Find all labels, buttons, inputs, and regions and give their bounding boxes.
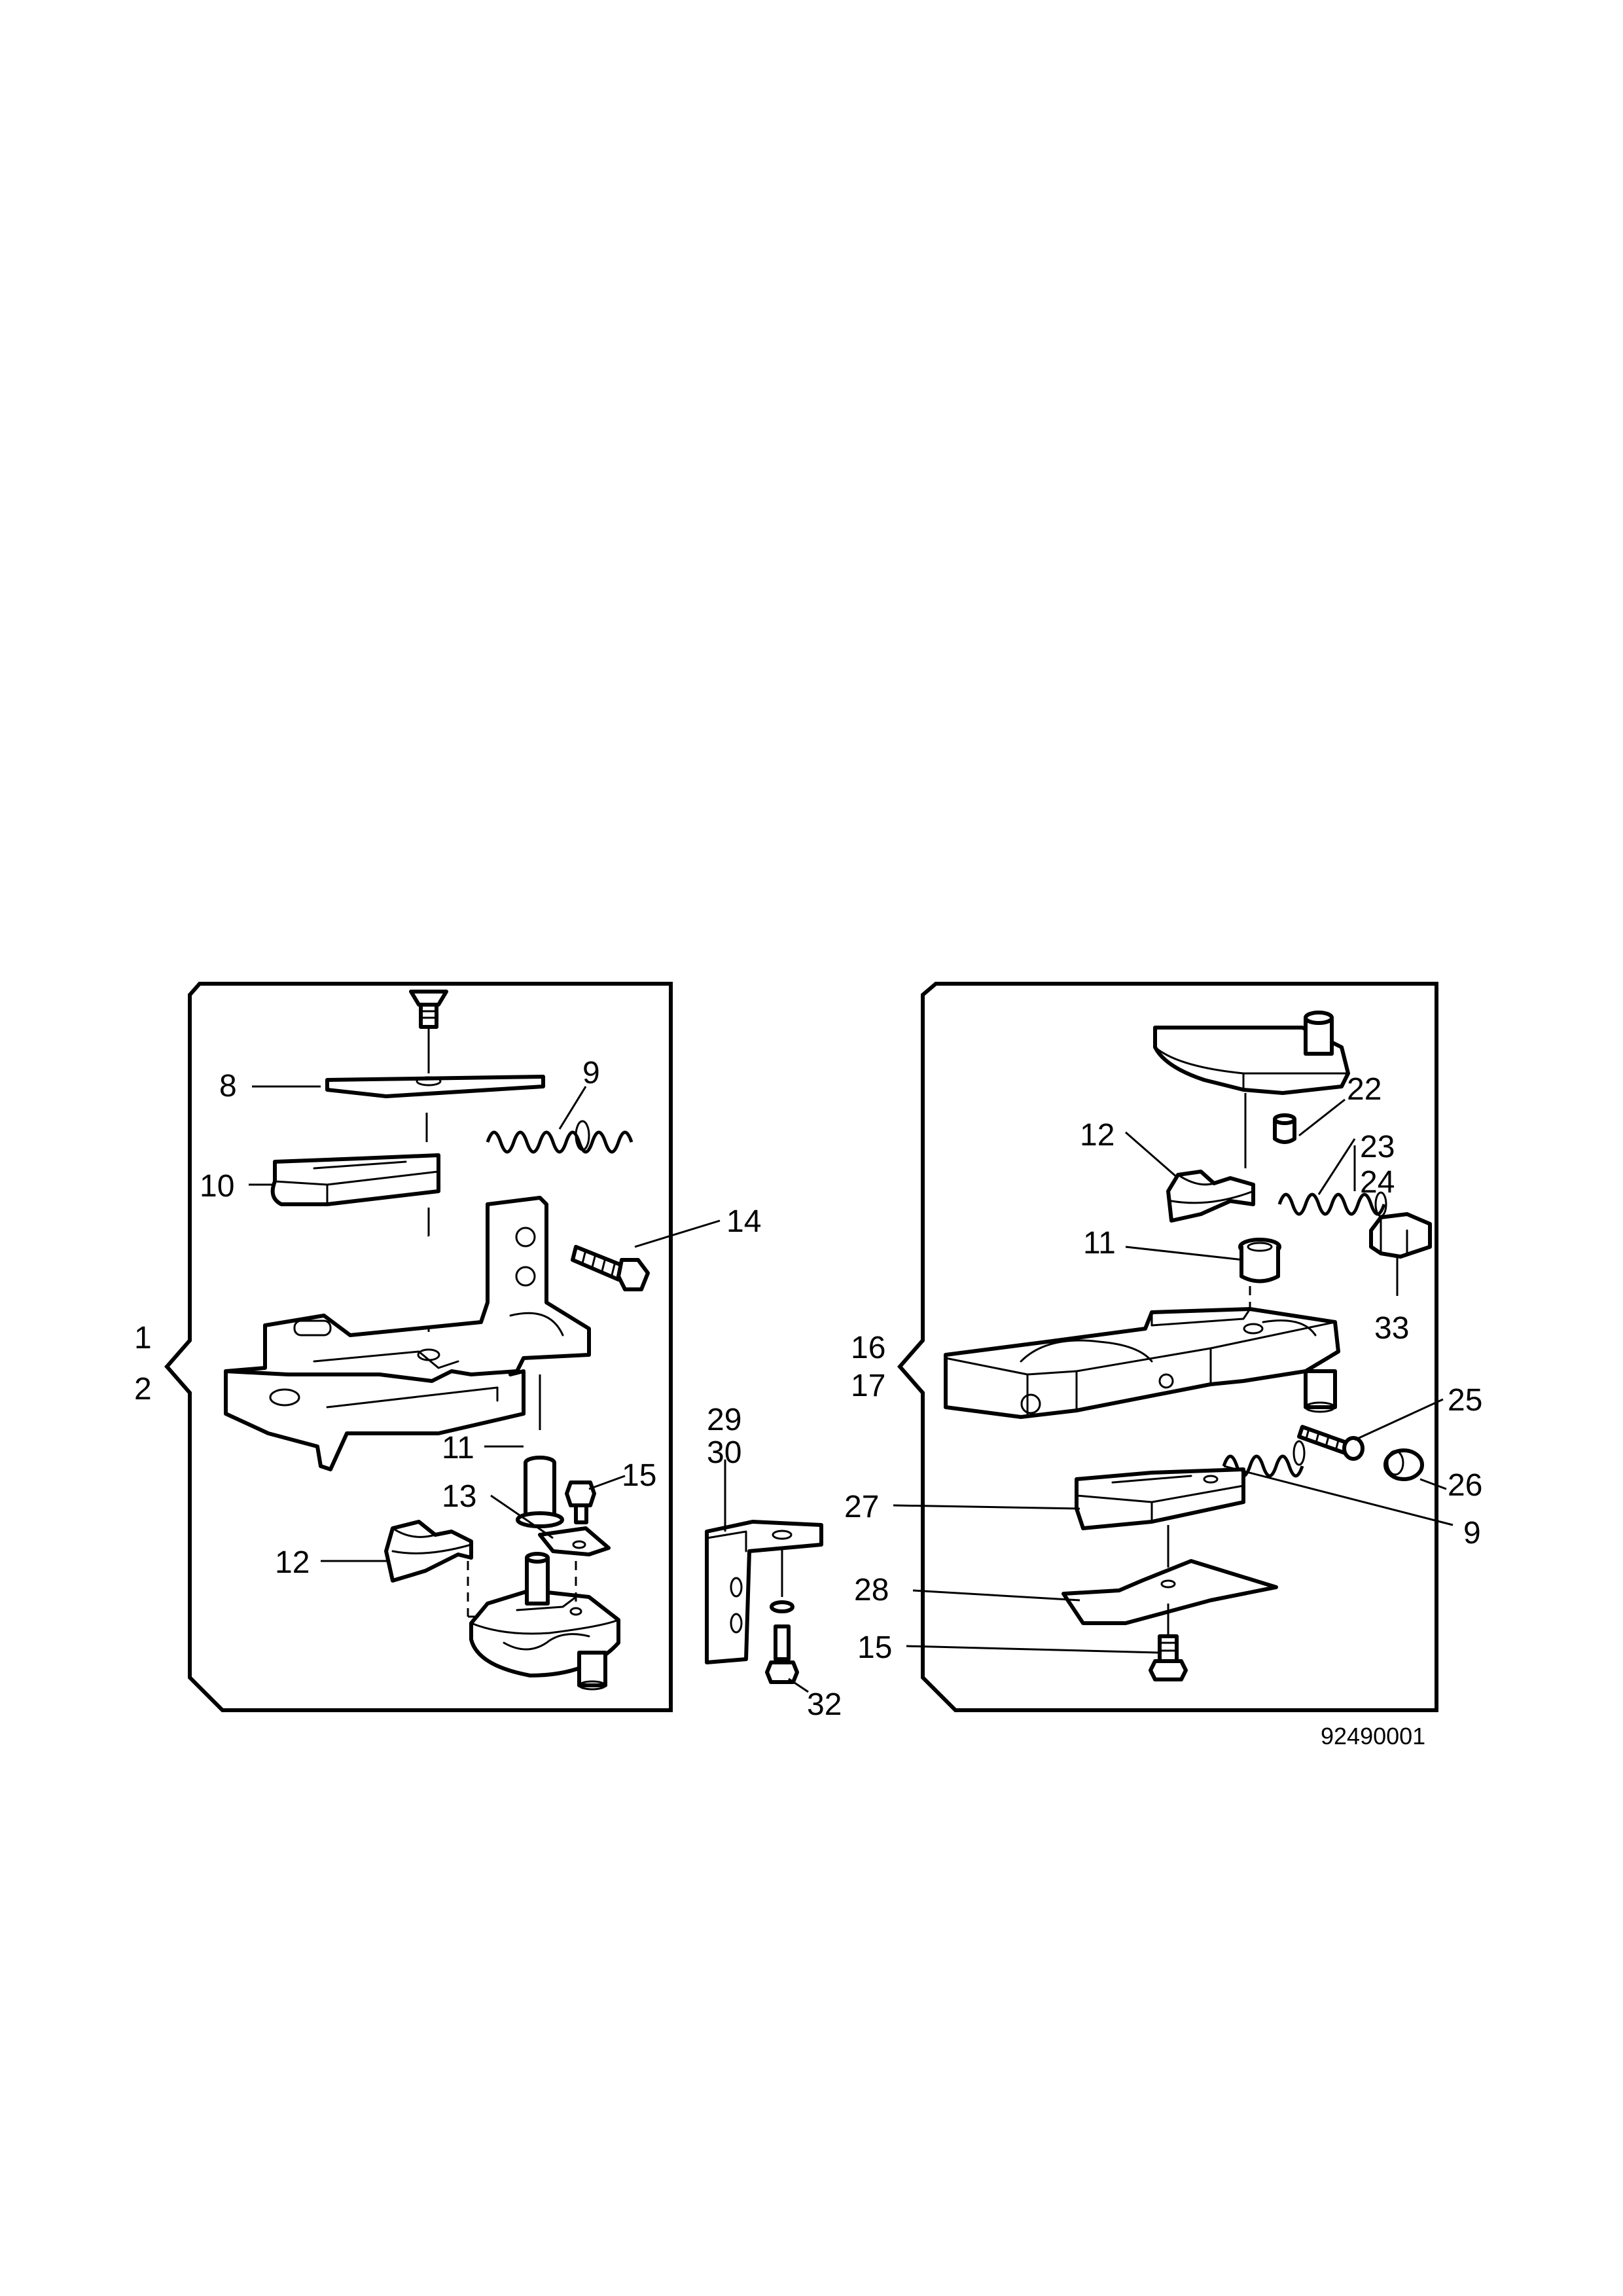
sleeve-bushing-part: [516, 1456, 564, 1528]
callout-25: 25: [1448, 1383, 1482, 1418]
slider-block-part-right: [1075, 1467, 1245, 1530]
callout-9: 9: [582, 1056, 600, 1090]
callout-12: 12: [275, 1545, 310, 1580]
right-panel-frame: [897, 982, 1438, 1712]
callout-28: 28: [854, 1573, 889, 1607]
right-panel: 22 12 23 24 11 33 25 26 27 9 28 15 16 17: [844, 982, 1482, 1712]
callout-10: 10: [200, 1169, 234, 1204]
compression-spring-part: [486, 1120, 633, 1154]
mounting-screw-part: [765, 1624, 799, 1684]
small-screw-part: [565, 1480, 596, 1524]
bracket-label-16: 16: [851, 1331, 885, 1365]
left-leader-lines: [249, 1085, 721, 1562]
bracket-label-2: 2: [134, 1372, 152, 1407]
cam-piece-part: [384, 1520, 473, 1583]
bracket-label-17: 17: [851, 1369, 885, 1403]
angle-bracket-part: [705, 1520, 823, 1664]
end-cap-part: [1383, 1448, 1424, 1481]
hex-bolt-part: [571, 1245, 650, 1291]
callout-24: 24: [1360, 1165, 1395, 1200]
sleeve-bushing-part-right: [1238, 1238, 1281, 1283]
callout-9: 9: [1463, 1516, 1481, 1551]
middle-bracket-group: 29 30 32: [705, 1403, 842, 1722]
top-cover-part: [1153, 1011, 1350, 1095]
washer-part: [770, 1600, 794, 1613]
countersunk-screw: [409, 990, 448, 1029]
callout-27: 27: [844, 1490, 879, 1524]
callout-12: 12: [1080, 1118, 1115, 1153]
cover-plate-part: [325, 1075, 545, 1098]
small-screw-part-right: [1149, 1634, 1188, 1681]
callout-22: 22: [1347, 1072, 1382, 1107]
callout-11: 11: [1083, 1226, 1116, 1261]
callout-13: 13: [442, 1479, 476, 1514]
compression-spring-part-lower: [1222, 1440, 1306, 1478]
right-leader-lines: [893, 1098, 1454, 1654]
main-housing-part-right: [944, 1307, 1340, 1419]
left-panel: 8 9 10 14 11 15 13 12 1 2: [134, 982, 761, 1712]
callout-32: 32: [807, 1687, 842, 1722]
bracket-label-30: 30: [707, 1435, 741, 1470]
callout-11: 11: [442, 1431, 474, 1465]
callout-15: 15: [622, 1458, 656, 1493]
callout-14: 14: [726, 1204, 761, 1239]
adjusting-screw-part: [1297, 1425, 1364, 1461]
callout-23: 23: [1360, 1130, 1395, 1164]
base-plate-part: [1061, 1559, 1278, 1625]
left-panel-frame: [164, 982, 673, 1712]
slider-block-part: [270, 1153, 440, 1206]
knob-part: [1369, 1212, 1432, 1259]
callout-8: 8: [219, 1069, 237, 1103]
clamp-plate-part: [538, 1526, 611, 1556]
drawing-number: 92490001: [1321, 1723, 1425, 1749]
callout-33: 33: [1374, 1311, 1409, 1346]
rotating-disc-part: [469, 1552, 620, 1691]
cam-piece-part-right: [1166, 1170, 1255, 1223]
main-housing-part: [224, 1196, 591, 1471]
bracket-label-29: 29: [707, 1403, 741, 1437]
callout-15: 15: [857, 1630, 892, 1665]
bracket-label-1: 1: [134, 1321, 152, 1355]
callout-26: 26: [1448, 1468, 1482, 1503]
plug-part: [1273, 1113, 1296, 1144]
